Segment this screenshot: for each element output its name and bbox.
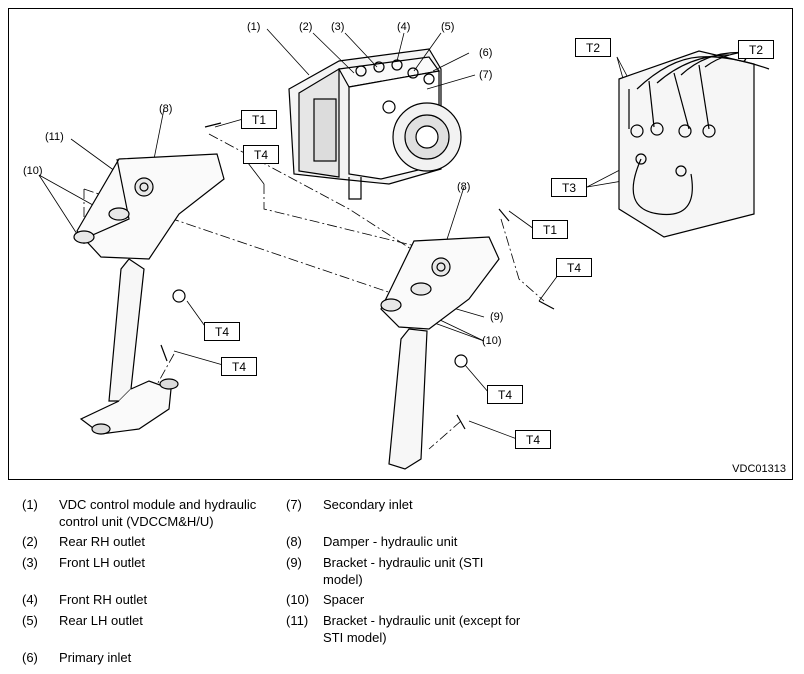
legend-text: Front RH outlet (59, 592, 148, 607)
left-bracket-drawing (73, 122, 225, 435)
callout-2: (2) (299, 21, 313, 33)
torque-label-t4-b: T4 (204, 322, 240, 341)
legend-text: Bracket - hydraulic unit (STI model) (323, 555, 484, 587)
legend-text: VDC control module and hydraulic control… (59, 497, 257, 529)
torque-label-t4-e: T4 (487, 385, 523, 404)
legend-text: Rear LH outlet (59, 613, 143, 628)
callout-10-right: (10) (482, 335, 502, 347)
pipe-detail-drawing (618, 50, 770, 238)
callout-6: (6) (479, 47, 493, 59)
torque-label-t4-c: T4 (221, 357, 257, 376)
callout-3: (3) (331, 21, 345, 33)
legend-text: Spacer (323, 592, 365, 607)
callout-8-right: (8) (457, 181, 471, 193)
right-bracket-drawing (380, 208, 555, 470)
legend-num: (10) (286, 592, 310, 607)
torque-label-t1-right: T1 (532, 220, 568, 239)
callout-7: (7) (479, 69, 493, 81)
parts-legend: (1) VDC control module and hydraulic con… (0, 492, 804, 674)
legend-text: Front LH outlet (59, 555, 145, 570)
hydraulic-unit-drawing (288, 48, 462, 200)
torque-label-t4-f: T4 (515, 430, 551, 449)
callout-5: (5) (441, 21, 455, 33)
torque-label-t3: T3 (551, 178, 587, 197)
legend-num: (1) (22, 497, 38, 512)
callout-8-left: (8) (159, 103, 173, 115)
callout-10-left: (10) (23, 165, 43, 177)
torque-label-t4-d: T4 (556, 258, 592, 277)
legend-num: (2) (22, 534, 38, 549)
legend-num: (4) (22, 592, 38, 607)
legend-num: (9) (286, 555, 302, 570)
legend-num: (5) (22, 613, 38, 628)
torque-label-t4-a: T4 (243, 145, 279, 164)
legend-text: Bracket - hydraulic unit (except for STI… (323, 613, 521, 645)
torque-label-t1-left: T1 (241, 110, 277, 129)
legend-text: Damper - hydraulic unit (323, 534, 458, 549)
callout-9: (9) (490, 311, 504, 323)
torque-label-t2-right: T2 (738, 40, 774, 59)
legend-num: (3) (22, 555, 38, 570)
legend-text: Secondary inlet (323, 497, 413, 512)
legend-num: (11) (286, 613, 309, 628)
legend-num: (8) (286, 534, 302, 549)
legend-num: (7) (286, 497, 302, 512)
callout-11: (11) (45, 131, 64, 143)
callout-1: (1) (247, 21, 261, 33)
legend-text: Rear RH outlet (59, 534, 145, 549)
legend-num: (6) (22, 650, 38, 665)
figure-id: VDC01313 (732, 463, 786, 475)
legend-text: Primary inlet (59, 650, 132, 665)
torque-label-t2-left: T2 (575, 38, 611, 57)
callout-4: (4) (397, 21, 411, 33)
exploded-view-diagram: (1) (2) (3) (4) (5) (6) (7) (8) (11) (10… (8, 8, 793, 480)
diagram-drawing (38, 28, 770, 470)
